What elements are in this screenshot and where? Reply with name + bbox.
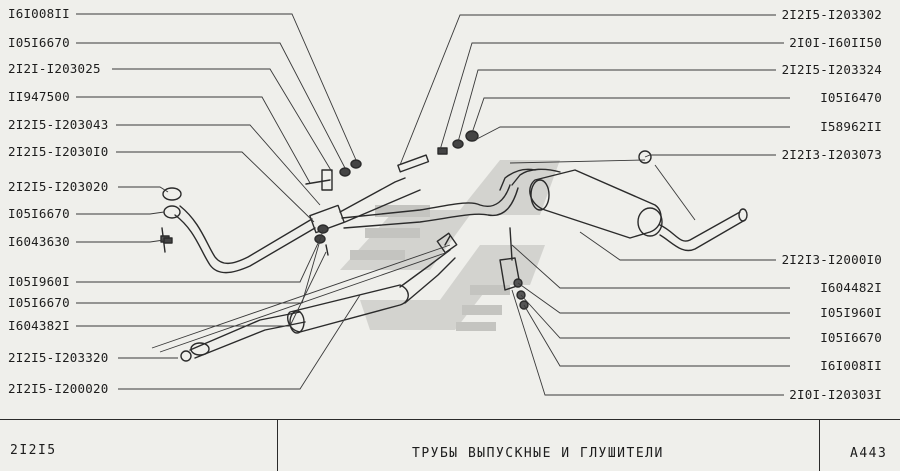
- part-label-left-3: 2I2I-I203025: [8, 61, 101, 76]
- part-label-left-6: 2I2I5-I2030I0: [8, 144, 109, 159]
- resonator: [287, 284, 409, 333]
- part-label-left-12: I604382I: [8, 318, 70, 333]
- footer-divider-left: [277, 419, 278, 471]
- part-label-right-2: 2I0I-I60II50: [789, 35, 882, 50]
- part-label-left-2: I05I6670: [8, 35, 70, 50]
- resonator-pipe: [189, 311, 301, 351]
- footer-title: ТРУБЫ ВЫПУСКНЫЕ И ГЛУШИТЕЛИ: [412, 446, 664, 461]
- part-label-left-7: 2I2I5-I203020: [8, 179, 109, 194]
- footer-model: 2I2I5: [10, 443, 57, 458]
- front-flange: [162, 187, 182, 201]
- part-label-left-14: 2I2I5-I200020: [8, 381, 109, 396]
- part-label-right-1: 2I2I5-I203302: [781, 7, 882, 22]
- part-label-left-13: 2I2I5-I203320: [8, 350, 109, 365]
- rear-flange: [190, 342, 210, 356]
- part-label-right-10: I05I6670: [820, 330, 882, 345]
- main-muffler: [529, 169, 662, 239]
- part-label-left-5: 2I2I5-I203043: [8, 117, 109, 132]
- part-label-left-8: I05I6670: [8, 206, 70, 221]
- part-label-left-10: I05I960I: [8, 274, 70, 289]
- part-label-right-6: 2I2I3-I203073: [781, 147, 882, 162]
- footer-code: A443: [850, 446, 888, 461]
- middle-clamp: [436, 232, 458, 254]
- part-label-left-9: I6043630: [8, 234, 70, 249]
- watermark-logo: [340, 160, 560, 331]
- front-pipe: [174, 214, 316, 274]
- part-label-right-11: I6I008II: [820, 358, 882, 373]
- footer-top-rule: [0, 419, 900, 420]
- part-label-left-1: I6I008II: [8, 6, 70, 21]
- part-label-right-4: I05I6470: [820, 90, 882, 105]
- part-label-right-8: I604482I: [820, 280, 882, 295]
- part-label-right-7: 2I2I3-I2000I0: [781, 252, 882, 267]
- part-label-right-5: I58962II: [820, 119, 882, 134]
- intermediate-pipe: [341, 184, 511, 219]
- footer-divider-right: [819, 419, 820, 471]
- front-clamp: [309, 204, 345, 234]
- part-label-right-3: 2I2I5-I203324: [781, 62, 882, 77]
- part-label-left-4: II947500: [8, 89, 70, 104]
- tail-pipe: [659, 211, 741, 242]
- exhaust-parts: [160, 130, 748, 362]
- leader-lines: [76, 13, 790, 396]
- part-label-right-12: 2I0I-I20303I: [789, 387, 882, 402]
- part-label-right-9: I05I960I: [820, 305, 882, 320]
- part-label-left-11: I05I6670: [8, 295, 70, 310]
